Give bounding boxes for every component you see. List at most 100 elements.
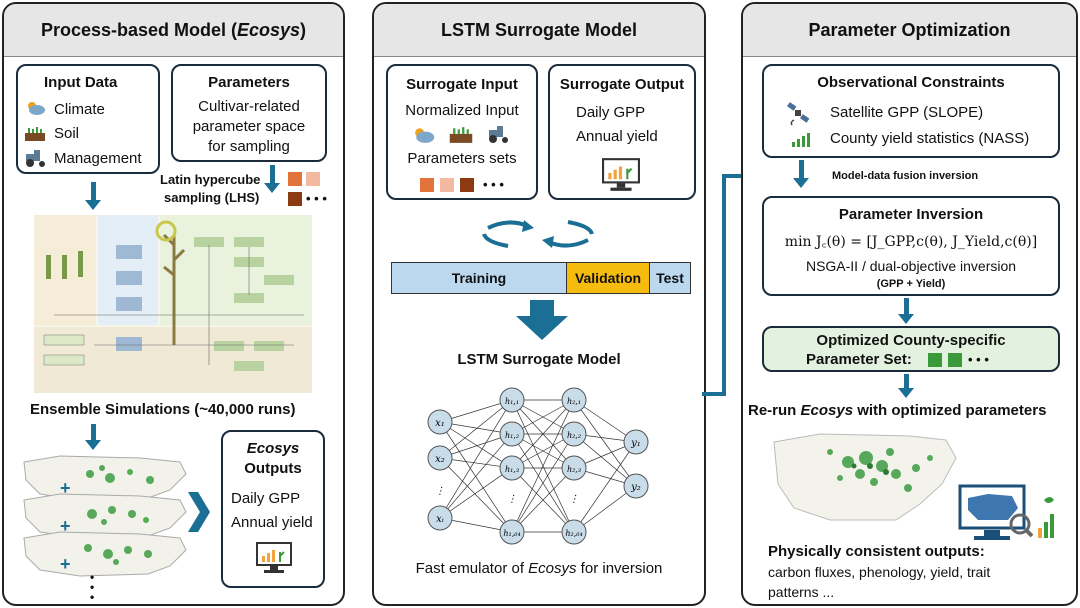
network-node-h2 [561, 387, 587, 413]
observational-constraints-box: Observational Constraints Satellite GPP … [762, 64, 1060, 158]
us-county-map [773, 433, 957, 521]
lhs-arrow-head [264, 183, 280, 193]
surrogate-output-box: Surrogate Output Daily GPP Annual yield [548, 64, 696, 200]
surrogate-output-yield: Annual yield [576, 128, 658, 145]
network-connection [573, 433, 637, 487]
network-node-h2 [561, 455, 587, 481]
obs-arrow-head [793, 178, 809, 188]
network-node-label: x₂ [435, 454, 445, 465]
optimized-line-1: Optimized County-specific [816, 332, 1006, 349]
inversion-arrow-shaft [904, 298, 909, 316]
surrogate-output-title: Surrogate Output [559, 76, 685, 93]
lstm-network-diagram: x₁x₂⋮xᵢh₁,₁h₁,₂h₁,₃⋮h₁,₆₄h₂,₁h₂,₂h₂,₃⋮h₂… [427, 387, 649, 545]
network-node-x [427, 409, 453, 435]
ecosys-output-yield: Annual yield [231, 514, 313, 531]
param-swatch-2 [306, 172, 320, 186]
network-node-label: h₁,₂ [505, 431, 519, 440]
network-node-h1 [499, 421, 525, 447]
lhs-ellipsis: • • • [306, 191, 327, 206]
input-swatch-2 [440, 178, 454, 192]
training-segment: Training [392, 263, 567, 293]
input-item-management: Management [54, 150, 142, 167]
network-node-y [623, 429, 649, 455]
lhs-label-1: Latin hypercube [160, 172, 261, 187]
monitor-chart-icon-2 [602, 158, 640, 191]
network-connection [511, 399, 575, 469]
process-model-header: Process-based Model (Ecosys) [4, 4, 343, 57]
parameter-inversion-box: Parameter Inversion min J꜀(θ) = [J_GPP,c… [762, 196, 1060, 296]
parameters-line-1: Cultivar-related [198, 98, 300, 115]
rerun-label: Re-run Ecosys with optimized parameters [748, 402, 1047, 419]
network-connection [511, 399, 575, 533]
param-swatch-3 [288, 192, 302, 206]
inversion-line-1: NSGA-II / dual-objective inversion [805, 258, 1017, 274]
chevron-right-icon [188, 492, 210, 532]
ecosys-outputs-title-2: Outputs [244, 460, 302, 477]
network-node-label: h₁,₁ [505, 397, 519, 406]
fusion-label: Model-data fusion inversion [832, 170, 979, 182]
normalized-input-label: Normalized Input [405, 102, 519, 119]
optimization-title: Parameter Optimization [808, 19, 1011, 40]
network-connection [511, 433, 575, 533]
monitor-map-icon [958, 484, 1054, 540]
physical-outputs-line-1: carbon fluxes, phenology, yield, trait [768, 564, 991, 580]
ecosys-outputs-title-1: Ecosys [246, 440, 300, 457]
obs-item-county: County yield statistics (NASS) [830, 130, 1030, 147]
surrogate-output-gpp: Daily GPP [576, 104, 646, 121]
surrogate-input-title: Surrogate Input [406, 76, 518, 93]
network-node-label: h₂,₃ [567, 465, 581, 474]
input-data-title: Input Data [44, 74, 118, 91]
emulator-caption: Fast emulator of Ecosys for inversion [415, 560, 663, 577]
validation-segment: Validation [567, 263, 650, 293]
network-node-label: ⋮ [435, 486, 445, 497]
network-node-label: h₁,₃ [505, 465, 519, 474]
network-node-h1 [499, 387, 525, 413]
lstm-title: LSTM Surrogate Model [440, 19, 637, 40]
network-connection [439, 399, 513, 423]
network-node-label: h₂,₆₄ [565, 529, 582, 538]
network-node-label: xᵢ [436, 514, 444, 525]
plus-sign-3: + [60, 554, 71, 574]
obs-item-satellite: Satellite GPP (SLOPE) [830, 104, 984, 121]
ensemble-map-3 [23, 531, 187, 577]
network-connection [439, 421, 513, 469]
bar-chart-icon [792, 133, 810, 147]
network-node-label: y₂ [630, 482, 641, 493]
optimized-arrow-shaft [904, 374, 909, 390]
cloud-sun-icon-2 [415, 128, 435, 143]
tractor-icon-2 [489, 126, 508, 143]
network-connection [573, 399, 637, 487]
parameters-line-2: parameter space [192, 118, 306, 135]
input-swatch-3 [460, 178, 474, 192]
optimized-swatch-1 [928, 353, 942, 367]
network-node-label: x₁ [435, 418, 445, 429]
network-connection [439, 421, 513, 533]
network-title: LSTM Surrogate Model [457, 351, 621, 368]
parameters-title: Parameters [208, 74, 290, 91]
lhs-label-2: sampling (LHS) [164, 190, 260, 205]
input-data-box: Input Data Climate Soil Management [16, 64, 160, 174]
param-swatch-1 [288, 172, 302, 186]
ensemble-label: Ensemble Simulations (~40,000 runs) [30, 401, 296, 418]
more-dot-1: • [90, 570, 95, 584]
more-dot-2: • [90, 580, 95, 594]
ecosys-outputs-box: Ecosys Outputs Daily GPP Annual yield [221, 430, 325, 588]
input-item-climate: Climate [54, 101, 105, 118]
process-model-title: Process-based Model (Ecosys) [40, 19, 307, 40]
optimized-parameters-box: Optimized County-specific Parameter Set:… [762, 326, 1060, 372]
network-connection [511, 467, 575, 533]
plus-sign-2: + [60, 516, 71, 536]
network-node-label: h₂,₁ [567, 397, 581, 406]
ecosys-output-gpp: Daily GPP [231, 490, 301, 507]
soil-icon [25, 127, 45, 141]
ensemble-arrow-shaft [91, 424, 96, 442]
optimized-ellipsis: • • • [968, 352, 989, 367]
network-node-h2 [561, 421, 587, 447]
optimized-line-2: Parameter Set: [806, 351, 912, 368]
network-node-label: ⋮ [569, 494, 579, 505]
network-node-y [623, 473, 649, 499]
network-connection [439, 399, 513, 459]
obs-arrow-shaft [799, 160, 804, 180]
optimization-header: Parameter Optimization [743, 4, 1076, 57]
plus-sign-1: + [60, 478, 71, 498]
